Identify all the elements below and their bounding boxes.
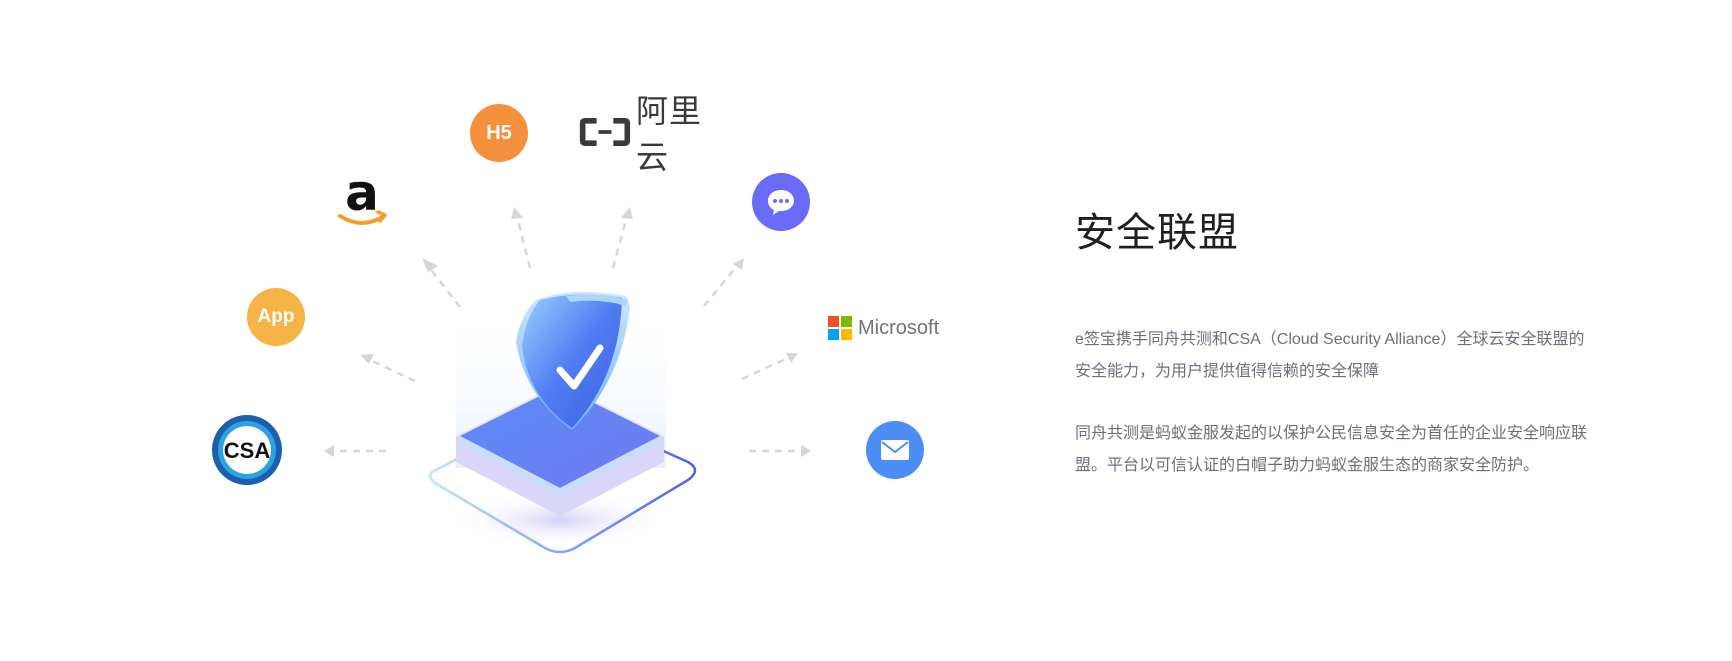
tongzhou-description: 同舟共测是蚂蚁金服发起的以保护公民信息安全为首任的企业安全响应联盟。平台以可信认… [1075,425,1588,474]
mail-badge [866,421,924,479]
microsoft-label: Microsoft [858,316,940,339]
chat-bubble-icon [768,190,794,215]
aliyun-icon [579,118,631,146]
shield-platform-graphic [324,207,811,554]
envelope-icon [881,440,909,460]
app-badge: App [247,288,305,346]
h5-badge: H5 [470,104,528,162]
csa-logo: CSA [211,414,283,486]
section-title: 安全联盟 [1075,210,1239,256]
aliyun-logo: 阿里云 [578,92,728,176]
csa-label: CSA [224,438,271,463]
h5-label: H5 [486,121,512,144]
amazon-logo: a [334,164,390,232]
csa-icon: CSA [212,415,282,485]
alliance-description: e签宝携手同舟共测和CSA（Cloud Security Alliance）全球… [1075,331,1585,380]
microsoft-logo: Microsoft [828,315,948,341]
chat-badge [752,173,810,231]
app-label: App [257,306,295,327]
alliance-illustration: H5 App a [211,92,948,554]
alliance-content: 安全联盟 e签宝携手同舟共测和CSA（Cloud Security Allian… [1075,200,1595,482]
microsoft-icon [828,316,852,340]
amazon-icon: a [338,164,387,225]
svg-text:a: a [345,170,379,222]
aliyun-label: 阿里云 [635,92,702,176]
